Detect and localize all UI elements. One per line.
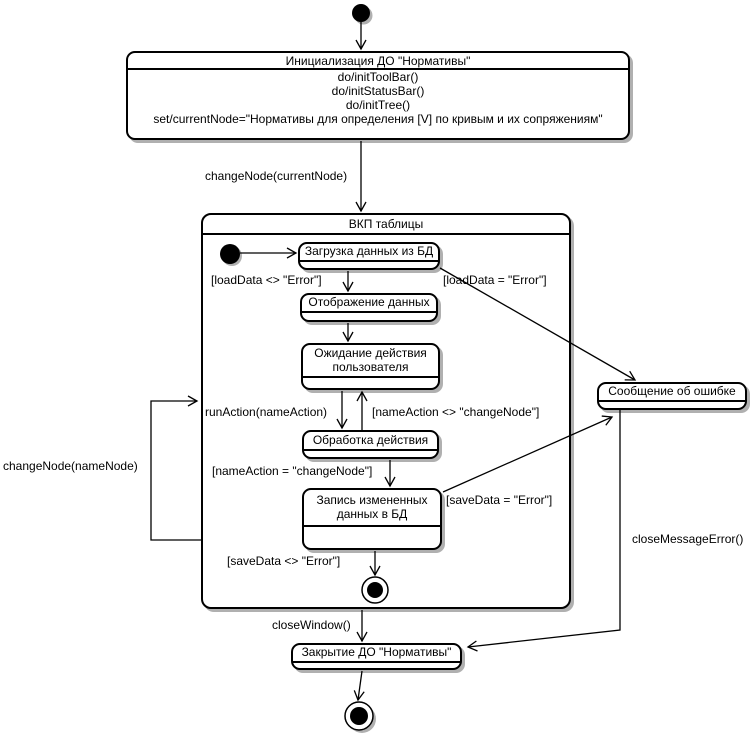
- state-load-data: Загрузка данных из БД: [298, 242, 440, 270]
- state-action-init-tree: do/initTree(): [345, 98, 411, 112]
- state-compartment-divider: [293, 661, 460, 668]
- label-name-action-eq: [nameAction = "changeNode"]: [212, 464, 373, 478]
- transition-composite-self-loop: [150, 395, 201, 541]
- state-initialization: Инициализация ДО "Нормативы" do/initTool…: [126, 51, 630, 140]
- state-initialization-name: Инициализация ДО "Нормативы": [128, 53, 628, 70]
- state-compartment-divider: [302, 311, 436, 320]
- state-error-message: Сообщение об ошибке: [597, 382, 747, 410]
- state-error-message-name: Сообщение об ошибке: [608, 384, 736, 399]
- state-wait-user-action-name: Ожидание действия пользователя: [314, 345, 427, 374]
- state-process-action-name: Обработка действия: [312, 432, 429, 447]
- state-action-set-currentnode: set/currentNode="Нормативы для определен…: [153, 112, 603, 126]
- state-process-action: Обработка действия: [302, 430, 439, 459]
- final-node-ring: [344, 701, 374, 731]
- label-load-ok: [loadData <> "Error"]: [211, 273, 322, 287]
- state-compartment-divider: [300, 260, 438, 268]
- state-action-init-statusbar: do/initStatusBar(): [331, 84, 425, 98]
- label-load-error: [loadData = "Error"]: [443, 273, 547, 287]
- composite-state-name: ВКП таблицы: [203, 215, 569, 235]
- state-close-name: Закрытие ДО "Нормативы": [301, 645, 452, 660]
- state-compartment-divider: [303, 376, 438, 388]
- transition-close-to-final: [353, 670, 365, 702]
- state-compartment-divider: [599, 400, 745, 408]
- state-display-data-name: Отображение данных: [308, 295, 430, 310]
- state-save-data-name: Запись измененных данных в БД: [316, 492, 428, 521]
- initial-node: [352, 4, 370, 22]
- state-load-data-name: Загрузка данных из БД: [304, 244, 434, 259]
- label-name-action-ne: [nameAction <> "changeNode"]: [372, 405, 540, 419]
- state-save-data: Запись измененных данных в БД: [302, 488, 442, 550]
- label-change-node-name: changeNode(nameNode): [3, 459, 138, 473]
- label-close-window: closeWindow(): [272, 618, 351, 632]
- label-save-error: [saveData = "Error"]: [446, 493, 553, 507]
- label-run-action: runAction(nameAction): [205, 405, 328, 419]
- state-display-data: Отображение данных: [300, 293, 438, 322]
- final-node-shadow: [348, 705, 376, 733]
- state-compartment-divider: [304, 449, 437, 457]
- final-node-dot: [350, 707, 368, 725]
- state-wait-user-action: Ожидание действия пользователя: [301, 343, 440, 390]
- label-save-ok: [saveData <> "Error"]: [227, 554, 341, 568]
- label-close-message-error: closeMessageError(): [632, 532, 744, 546]
- state-close: Закрытие ДО "Нормативы": [291, 643, 462, 670]
- state-action-init-toolbar: do/initToolBar(): [337, 70, 419, 84]
- label-change-node-current: changeNode(currentNode): [205, 169, 348, 183]
- initial-node-shadow: [354, 6, 373, 25]
- state-compartment-divider: [304, 525, 440, 548]
